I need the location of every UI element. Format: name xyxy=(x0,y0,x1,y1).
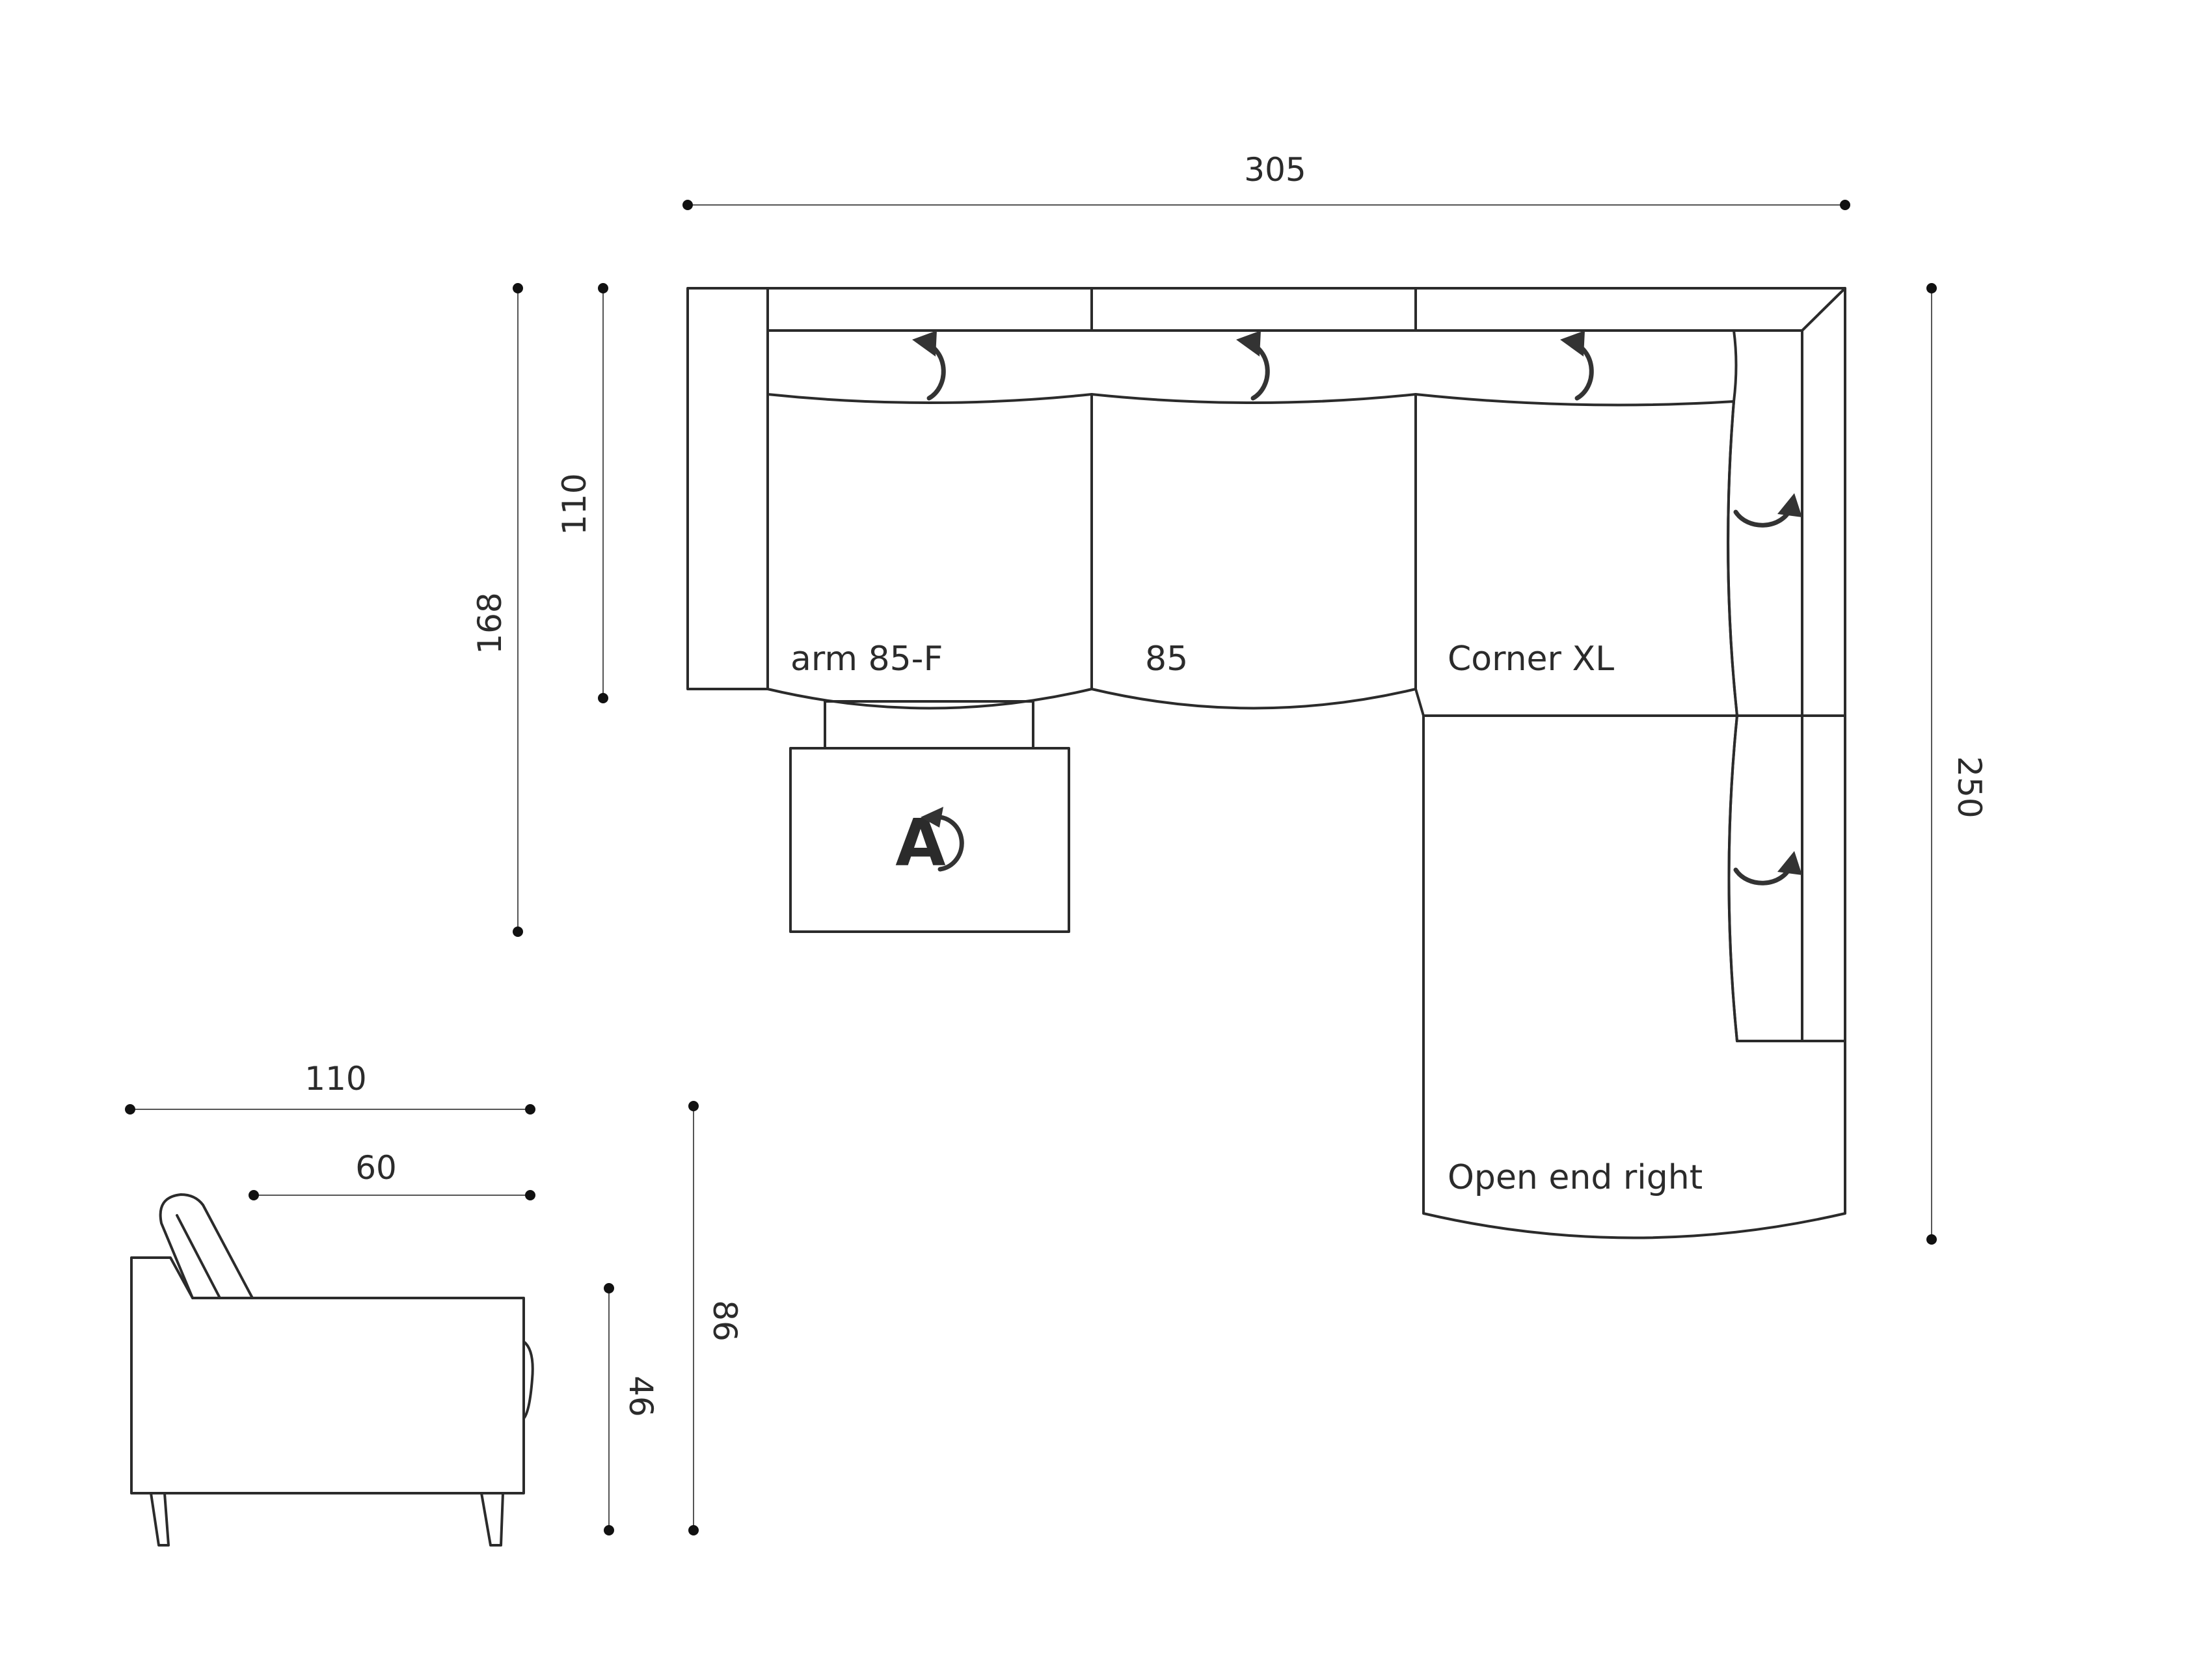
side-leg-right xyxy=(480,1492,504,1547)
dimension-side-seat-depth: 60 xyxy=(249,1149,535,1200)
left-depth-label: 168 xyxy=(471,592,509,654)
seat-depth-label: 110 xyxy=(556,473,593,535)
footstool-rotate-icon xyxy=(931,815,964,872)
side-backrest xyxy=(159,1193,254,1299)
dimension-side-seat-height: 46 xyxy=(604,1283,660,1535)
side-front-bulge xyxy=(522,1340,534,1420)
recline-icon-3 xyxy=(1560,331,1594,401)
dimension-side-height: 86 xyxy=(688,1101,744,1535)
side-leg-left xyxy=(150,1492,170,1547)
side-cushion-upper xyxy=(1727,329,1803,717)
segment-label-corner: Corner XL xyxy=(1448,640,1614,679)
dimension-side-depth: 110 xyxy=(125,1060,535,1115)
seat-open-end xyxy=(1422,714,1846,1239)
dimension-right-depth: 250 xyxy=(1926,283,1988,1245)
segment-label-arm: arm 85-F xyxy=(790,640,943,679)
recline-icon-2 xyxy=(1236,331,1270,401)
segment-label-open-end: Open end right xyxy=(1448,1158,1703,1197)
right-depth-label: 250 xyxy=(1950,756,1988,818)
recline-icon-5 xyxy=(1733,851,1802,886)
left-armrest xyxy=(686,287,769,690)
side-seat-height-label: 46 xyxy=(622,1375,660,1417)
side-height-label: 86 xyxy=(706,1300,744,1342)
side-depth-label: 110 xyxy=(304,1060,366,1098)
back-cushion-2 xyxy=(1090,287,1417,332)
dimension-left-depth: 168 xyxy=(471,283,523,937)
side-backrest-seam xyxy=(176,1214,221,1299)
side-view xyxy=(130,1193,534,1547)
back-cushion-1 xyxy=(766,287,1093,332)
seat-middle xyxy=(1090,393,1417,710)
recline-icon-4 xyxy=(1733,493,1802,528)
side-body xyxy=(130,1256,525,1494)
dimension-total-width: 305 xyxy=(682,151,1850,210)
right-backrest xyxy=(1801,287,1846,1042)
footstool-rotate-arrowhead xyxy=(921,807,943,828)
total-width-label: 305 xyxy=(1244,151,1306,189)
back-cushion-corner xyxy=(1414,287,1846,332)
side-cushion-lower xyxy=(1727,714,1803,1042)
footstool xyxy=(789,747,1070,933)
recline-icon-1 xyxy=(912,331,946,401)
top-view: A arm 85-F 85 Corner XL Open end righ xyxy=(686,287,1846,1239)
dimension-seat-depth: 110 xyxy=(556,283,608,703)
segment-label-middle: 85 xyxy=(1145,640,1188,679)
side-seat-depth-label: 60 xyxy=(355,1149,397,1187)
